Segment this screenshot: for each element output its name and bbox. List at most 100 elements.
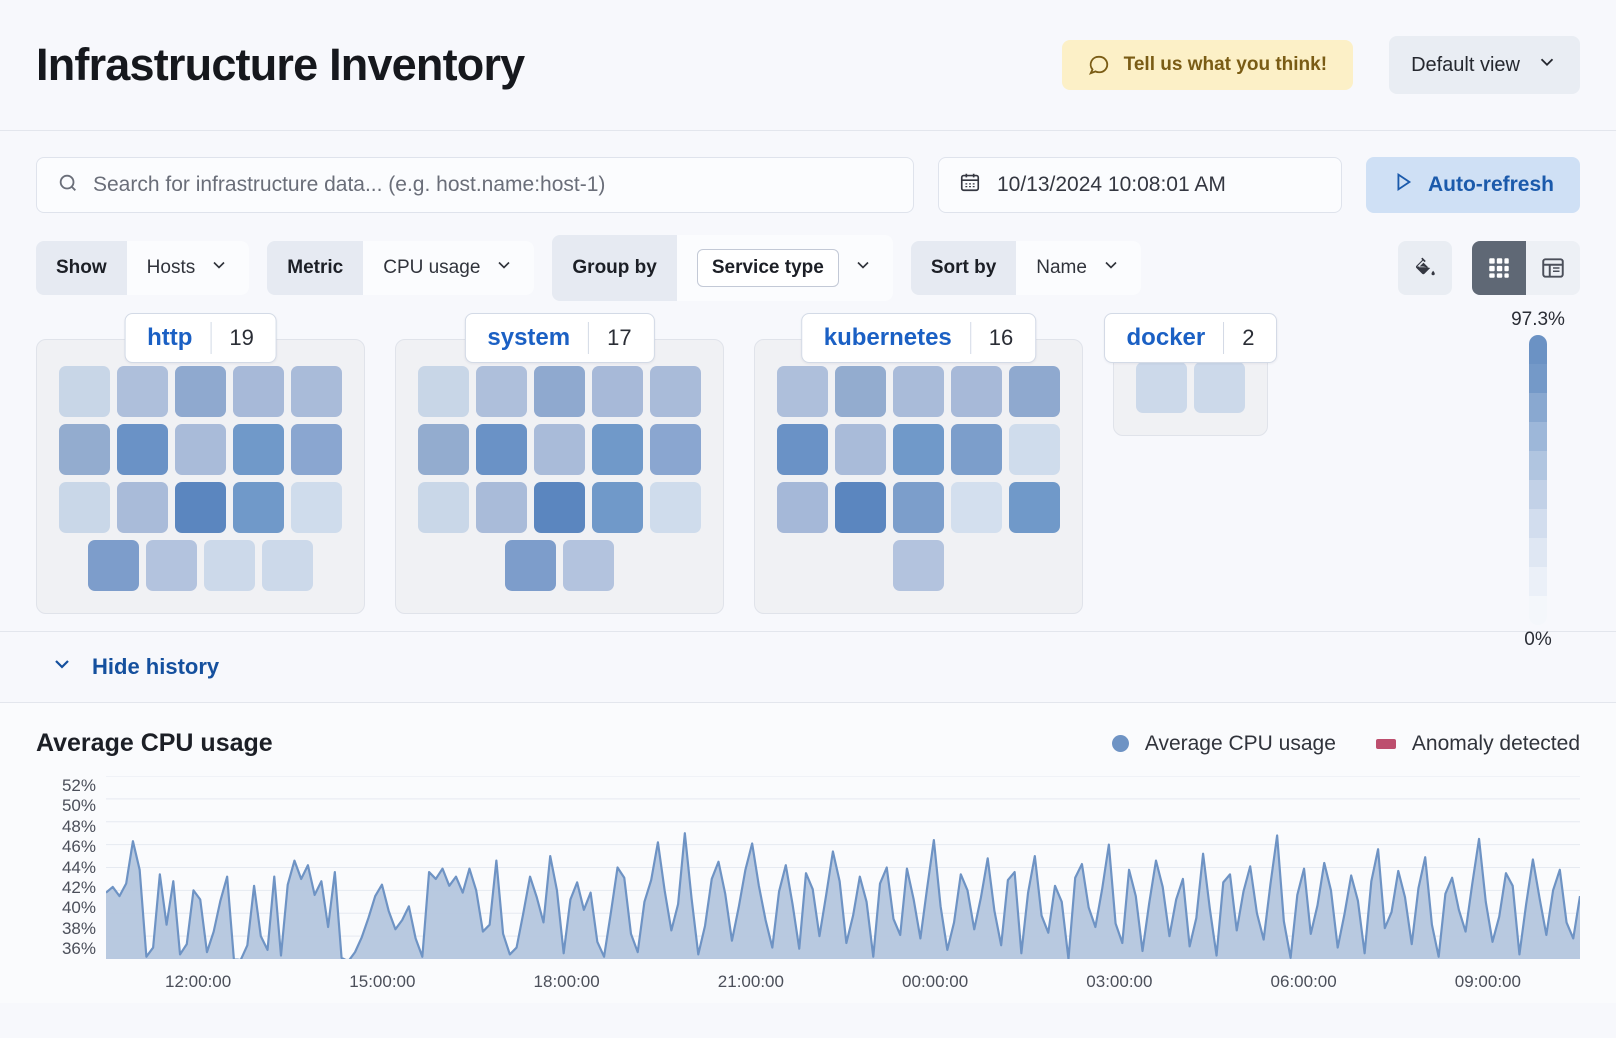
- feedback-button[interactable]: Tell us what you think!: [1061, 40, 1354, 90]
- search-box[interactable]: [36, 157, 914, 213]
- host-tile[interactable]: [117, 424, 168, 475]
- host-tile[interactable]: [476, 366, 527, 417]
- auto-refresh-button[interactable]: Auto-refresh: [1365, 157, 1580, 213]
- host-tile[interactable]: [59, 482, 110, 533]
- filter-show-label: Show: [36, 241, 127, 295]
- host-tile[interactable]: [777, 482, 828, 533]
- host-tile[interactable]: [563, 540, 614, 591]
- paint-bucket-icon[interactable]: [1398, 241, 1452, 295]
- host-tile[interactable]: [233, 482, 284, 533]
- host-tile[interactable]: [777, 366, 828, 417]
- host-tile[interactable]: [88, 540, 139, 591]
- tile-row: [418, 482, 701, 533]
- host-tile[interactable]: [1136, 362, 1187, 413]
- filter-metric-label: Metric: [267, 241, 364, 295]
- host-tile[interactable]: [893, 424, 944, 475]
- host-tile[interactable]: [1194, 362, 1245, 413]
- host-tile[interactable]: [233, 424, 284, 475]
- host-tile[interactable]: [418, 424, 469, 475]
- host-tile[interactable]: [951, 366, 1002, 417]
- host-tile[interactable]: [291, 366, 342, 417]
- group-count: 2: [1242, 325, 1255, 350]
- host-tile[interactable]: [175, 366, 226, 417]
- chevron-down-icon: [853, 255, 873, 281]
- chevron-down-icon: [1536, 51, 1558, 79]
- inventory-group: system 17: [395, 313, 724, 614]
- host-tile[interactable]: [893, 366, 944, 417]
- host-tile[interactable]: [1009, 424, 1060, 475]
- host-tile[interactable]: [59, 366, 110, 417]
- calendar-icon: [959, 171, 981, 199]
- host-tile[interactable]: [1009, 366, 1060, 417]
- host-tile[interactable]: [204, 540, 255, 591]
- host-tile[interactable]: [175, 424, 226, 475]
- group-name-link[interactable]: system: [487, 324, 571, 351]
- host-tile[interactable]: [777, 424, 828, 475]
- host-tile[interactable]: [650, 366, 701, 417]
- host-tile[interactable]: [650, 424, 701, 475]
- host-tile[interactable]: [146, 540, 197, 591]
- host-tile[interactable]: [505, 540, 556, 591]
- tile-row: [88, 540, 313, 591]
- x-tick-label: 12:00:00: [165, 972, 232, 991]
- host-tile[interactable]: [418, 482, 469, 533]
- host-tile[interactable]: [291, 482, 342, 533]
- host-tile[interactable]: [175, 482, 226, 533]
- host-tile[interactable]: [476, 424, 527, 475]
- group-badge: docker 2: [1103, 313, 1278, 363]
- host-tile[interactable]: [1009, 482, 1060, 533]
- host-tile[interactable]: [893, 482, 944, 533]
- hide-history-button[interactable]: Hide history: [50, 652, 219, 682]
- host-tile[interactable]: [650, 482, 701, 533]
- filter-group-by-value[interactable]: Service type: [676, 235, 893, 301]
- host-tile[interactable]: [893, 540, 944, 591]
- filter-show-value-text: Hosts: [146, 257, 196, 278]
- x-tick-label: 15:00:00: [349, 972, 416, 991]
- tile-row: [59, 424, 342, 475]
- host-tile[interactable]: [262, 540, 313, 591]
- host-tile[interactable]: [534, 366, 585, 417]
- history-toggle-bar: Hide history: [0, 631, 1616, 703]
- grid-view-icon[interactable]: [1472, 241, 1526, 295]
- filter-metric-value[interactable]: CPU usage: [363, 241, 535, 295]
- host-tile[interactable]: [534, 482, 585, 533]
- group-count: 17: [607, 325, 632, 350]
- filter-show-value[interactable]: Hosts: [126, 241, 250, 295]
- host-tile[interactable]: [592, 424, 643, 475]
- group-name-link[interactable]: kubernetes: [823, 324, 952, 351]
- group-divider: [588, 322, 590, 354]
- host-tile[interactable]: [592, 366, 643, 417]
- search-input[interactable]: [93, 173, 893, 197]
- host-tile[interactable]: [59, 424, 110, 475]
- filter-sort-by-value[interactable]: Name: [1016, 241, 1141, 295]
- group-name-link[interactable]: docker: [1126, 324, 1206, 351]
- host-tile[interactable]: [951, 424, 1002, 475]
- group-divider: [969, 322, 971, 354]
- host-tile[interactable]: [117, 482, 168, 533]
- host-tile[interactable]: [835, 482, 886, 533]
- host-tile[interactable]: [233, 366, 284, 417]
- header-actions: Tell us what you think! Default view: [1061, 36, 1580, 94]
- host-tile[interactable]: [476, 482, 527, 533]
- chart-plot[interactable]: [106, 776, 1580, 959]
- host-tile[interactable]: [951, 482, 1002, 533]
- chart-area: 52%50%48%46%44%42%40%38%36% 12:00:00 15:0…: [36, 776, 1580, 1001]
- group-name-link[interactable]: http: [147, 324, 193, 351]
- group-badge: kubernetes 16: [800, 313, 1037, 363]
- date-picker[interactable]: 10/13/2024 10:08:01 AM: [937, 157, 1342, 213]
- host-tile[interactable]: [418, 366, 469, 417]
- y-axis-labels: 52%50%48%46%44%42%40%38%36%: [36, 776, 96, 959]
- host-tile[interactable]: [117, 366, 168, 417]
- host-tile[interactable]: [291, 424, 342, 475]
- host-tile[interactable]: [835, 424, 886, 475]
- table-view-icon[interactable]: [1526, 241, 1580, 295]
- group-count: 16: [988, 325, 1014, 350]
- host-tile[interactable]: [835, 366, 886, 417]
- host-tile[interactable]: [592, 482, 643, 533]
- legend-max-label: 97.3%: [1511, 309, 1565, 330]
- host-tile[interactable]: [534, 424, 585, 475]
- view-selector-button[interactable]: Default view: [1389, 36, 1580, 94]
- y-tick-label: 40%: [61, 898, 96, 918]
